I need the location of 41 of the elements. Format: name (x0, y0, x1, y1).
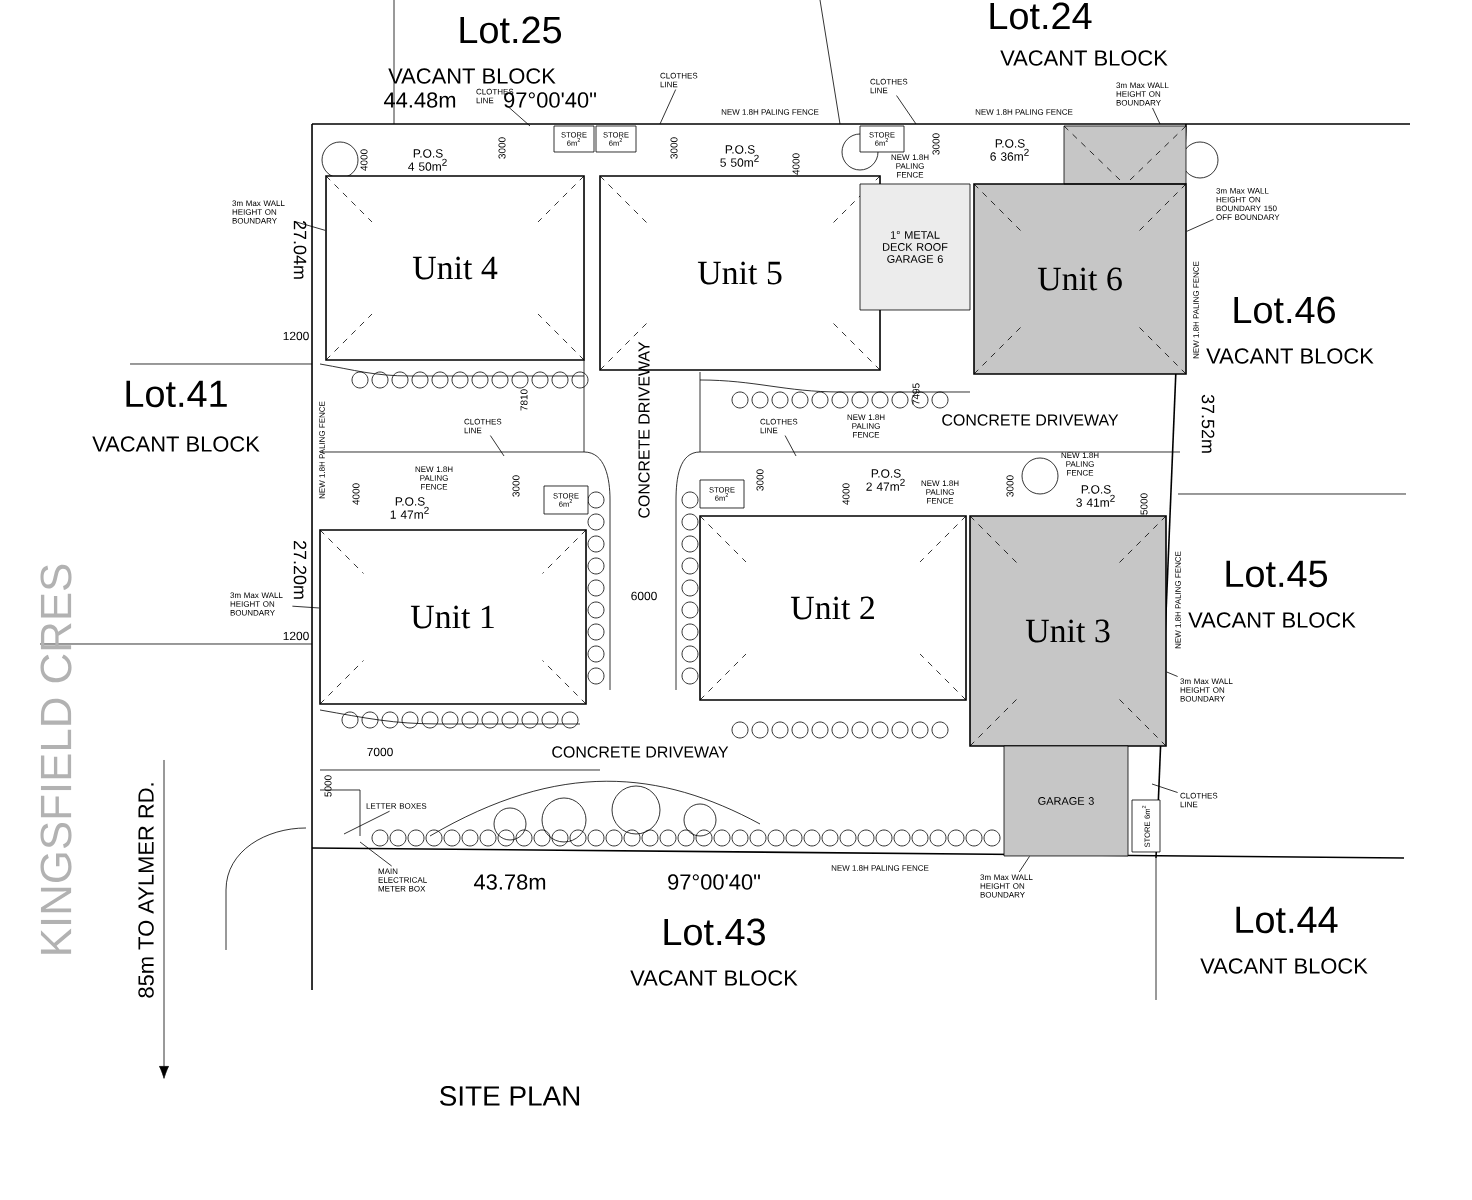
leader-line (294, 221, 326, 231)
lot-label: Lot.25 (460, 16, 562, 44)
leader-line (292, 605, 320, 609)
leader-line (490, 435, 505, 457)
lot-label: Lot.44 (1236, 906, 1338, 934)
block-label: VACANT BLOCK (630, 970, 798, 986)
leader-line (1166, 671, 1178, 677)
leader-line (506, 105, 531, 127)
house-plan: Unit 4 (325, 175, 585, 361)
lot-label: Lot.43 (664, 918, 765, 946)
dimension-label: 27.04m (293, 221, 307, 279)
street-name: KINGSFIELD CRES (40, 564, 72, 954)
bearing-label: 97°00'40" (504, 92, 596, 108)
dimension-label: 43.78m (473, 874, 546, 890)
block-label: VACANT BLOCK (1206, 348, 1374, 364)
block-label: VACANT BLOCK (1000, 50, 1168, 66)
block-label: VACANT BLOCK (92, 436, 260, 452)
lot-label: Lot.24 (990, 2, 1092, 30)
direction-label: 85m TO AYLMER RD. (138, 783, 154, 998)
house-plan: Unit 1 (319, 529, 587, 705)
block-label: VACANT BLOCK (1200, 958, 1368, 974)
leader-line (896, 95, 917, 125)
leader-line (343, 810, 390, 835)
leader-line (359, 841, 393, 867)
leader-line (1151, 783, 1178, 793)
lot-label: Lot.45 (1226, 560, 1328, 588)
lot-label: Lot.46 (1234, 296, 1335, 324)
block-label: VACANT BLOCK (1188, 612, 1356, 628)
block-label: VACANT BLOCK (388, 68, 556, 84)
lot-label: Lot.41 (126, 380, 227, 408)
dimension-label: 44.48m (383, 92, 456, 108)
dimension-label: 37.52m (1201, 394, 1215, 453)
leader-line (1186, 218, 1214, 232)
title: SITE PLAN (440, 1086, 580, 1106)
leader-line (1018, 856, 1030, 873)
dimension-label: 27.20m (293, 541, 307, 599)
leader-line (659, 89, 677, 125)
leader-line (1152, 107, 1161, 125)
bearing-label: 97°00'40" (668, 874, 760, 890)
leader-line (784, 435, 797, 457)
house-plan: Unit 2 (699, 515, 967, 701)
